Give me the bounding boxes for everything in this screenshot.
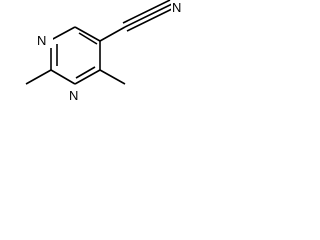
triple-bond-cyano-a xyxy=(124,3,173,28)
bond-c4-n3-inner xyxy=(75,66,96,79)
bond-n1-c6 xyxy=(50,26,76,41)
triple-bond-cyano-b xyxy=(122,0,171,24)
triple-bond-cyano-c xyxy=(126,7,175,32)
bond-c4-methyl xyxy=(99,69,126,85)
bond-c2-methyl xyxy=(25,69,52,85)
cyano-n-atom-label: N xyxy=(172,0,181,15)
n1-label-background xyxy=(37,33,53,48)
molecule-structure: N N N xyxy=(25,0,185,103)
n3-atom-label: N xyxy=(69,88,78,103)
cyano-n-label-background xyxy=(171,0,185,15)
bond-c4-n3 xyxy=(74,69,101,85)
bond-n3-c2 xyxy=(50,69,76,85)
bond-c6-c5-inner xyxy=(78,32,98,45)
bond-c5-cyano-c xyxy=(99,26,126,42)
n3-label-background xyxy=(68,88,84,103)
bond-c6-c5 xyxy=(74,26,101,42)
n1-atom-label: N xyxy=(37,33,46,48)
